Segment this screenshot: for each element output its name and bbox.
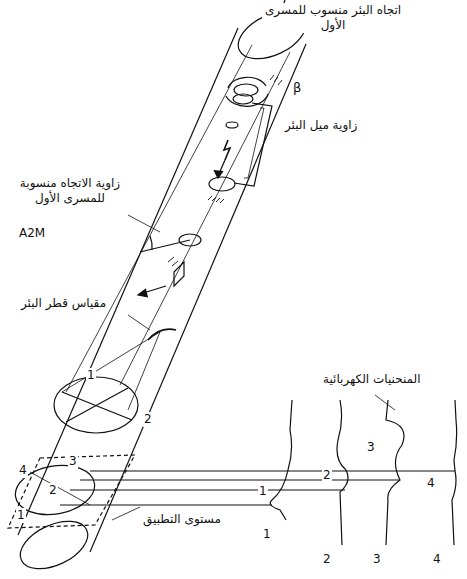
label: زاوية ميل البئر: [284, 118, 358, 133]
callout-number: 3: [366, 440, 376, 455]
callout-number: 1: [86, 368, 96, 383]
angle-line: [140, 240, 190, 252]
leader-line: [128, 215, 160, 232]
callout-number: 4: [426, 476, 436, 491]
application-plane: [8, 455, 135, 528]
label: مستوى التطبيق: [142, 512, 222, 527]
callout-number: 2: [322, 468, 332, 483]
pendulum-frame: [234, 103, 272, 186]
pad-cross: [30, 472, 90, 505]
hatch: [168, 257, 178, 266]
callout-number: 4: [18, 463, 28, 478]
callout-number: 4: [432, 552, 442, 567]
callout-number: 3: [68, 454, 78, 469]
label: اتجاه البئر منسوب للمسرى الأول: [262, 3, 404, 33]
callout-number: 2: [322, 552, 332, 567]
leader-line: [128, 315, 150, 330]
leader-line: [375, 395, 395, 410]
caliper-arm: [148, 329, 176, 340]
callout-number: 2: [48, 483, 58, 498]
borehole-wall: [90, 44, 306, 552]
correlation-line: [70, 489, 345, 490]
electric-curve: [270, 400, 292, 520]
caliper-arm: [62, 332, 160, 392]
tool-body: [120, 52, 290, 385]
callout-number: 3: [372, 552, 382, 567]
hatch: [270, 75, 282, 85]
correlation-line: [90, 470, 455, 471]
label: β: [292, 80, 302, 96]
hatch: [208, 196, 224, 203]
correlation-line: [80, 479, 400, 480]
callout-number: 1: [262, 527, 272, 542]
label: A2M: [18, 226, 46, 241]
inclination-sensor: [209, 177, 235, 191]
electric-curve: [337, 400, 348, 545]
pad-section: [54, 377, 138, 433]
beta-arc: [228, 77, 266, 88]
electric-curve: [452, 400, 457, 545]
pad-cross: [62, 392, 132, 420]
electric-curve: [386, 400, 404, 545]
caliper-arm: [128, 332, 160, 410]
label: المنحنيات الكهربائية: [322, 372, 421, 387]
tool-body: [66, 45, 252, 392]
angle-arc: [150, 236, 152, 250]
pendulum-frame: [244, 108, 264, 178]
pendulum-arrow: [224, 140, 230, 160]
callout-number: 1: [258, 484, 268, 499]
leader-line: [112, 507, 140, 520]
callout-number: 1: [16, 508, 26, 523]
label: زاوية الاتجاه منسوبة للمسرى الأول: [8, 176, 132, 206]
arrowhead: [138, 289, 148, 297]
pad-cross: [66, 388, 128, 422]
azimuth-sensor: [233, 94, 253, 104]
pendulum: [226, 122, 238, 128]
label: مقياس قطر البئر: [20, 296, 107, 311]
callout-number: 2: [143, 412, 153, 427]
sensor-plate: [174, 262, 184, 286]
correlation-line: [60, 504, 272, 505]
